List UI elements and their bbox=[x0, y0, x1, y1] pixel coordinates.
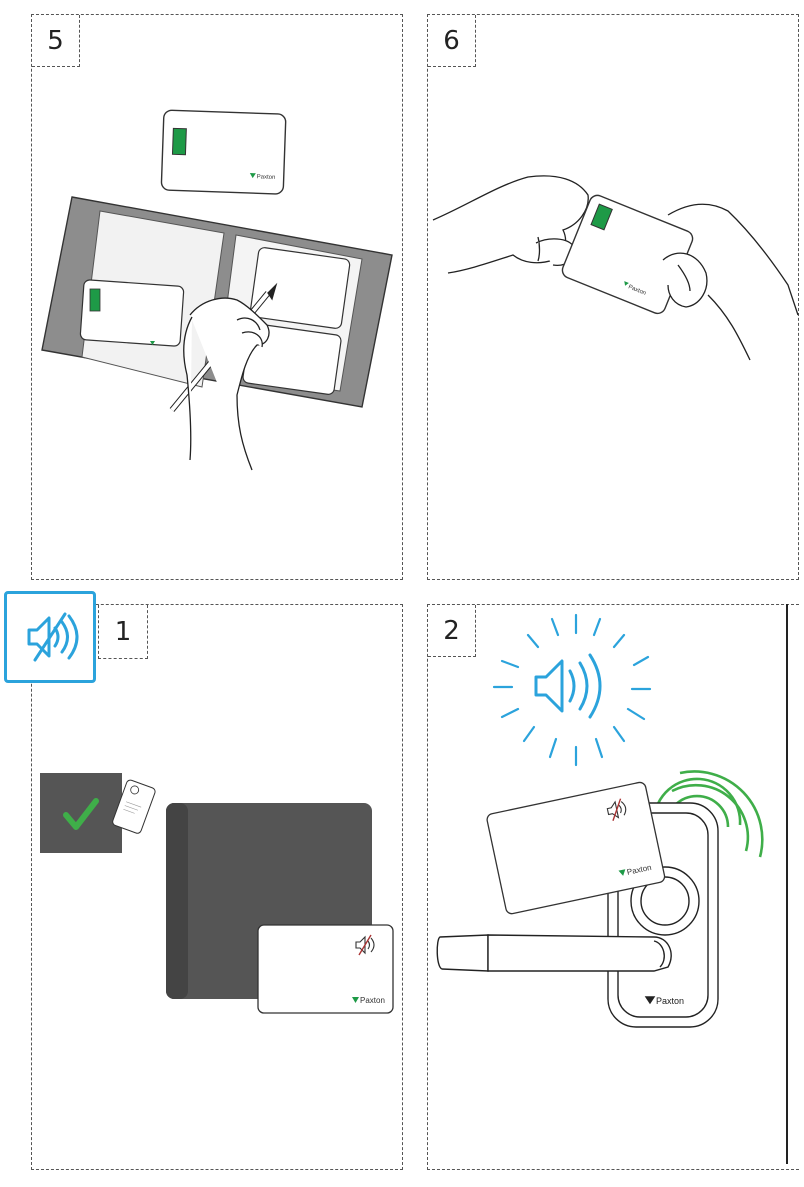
panel-step-5: 5 Paxton bbox=[31, 14, 403, 580]
step-number-5: 5 bbox=[32, 15, 80, 67]
step-number-1: 1 bbox=[98, 605, 148, 659]
panel-step-1: 1 Paxton bbox=[31, 604, 403, 1170]
door-handle bbox=[436, 934, 672, 972]
right-hand bbox=[662, 203, 799, 361]
wireless-signal-icon bbox=[652, 770, 764, 858]
paxton-logo-icon bbox=[624, 281, 629, 286]
paxton-logo-icon bbox=[618, 869, 626, 876]
door-edge-line bbox=[786, 604, 788, 1164]
access-card: Paxton bbox=[160, 109, 287, 195]
speaker-muted-icon bbox=[606, 798, 627, 821]
success-panel bbox=[40, 773, 122, 853]
mute-access-card: Paxton bbox=[486, 781, 666, 915]
checkmark-icon bbox=[63, 798, 99, 830]
step-number-2: 2 bbox=[428, 605, 476, 657]
speaker-muted-icon bbox=[355, 934, 375, 956]
step-number-6: 6 bbox=[428, 15, 476, 67]
mute-access-card: Paxton bbox=[257, 924, 394, 1014]
lock-brand-label: Paxton bbox=[656, 996, 684, 1006]
paxton-logo-icon bbox=[352, 997, 359, 1003]
illustration-card-register-book: Paxton bbox=[41, 109, 393, 471]
speaker-icon bbox=[534, 653, 602, 719]
illustration-hands-holding-card: Paxton bbox=[432, 175, 799, 361]
illustration-card-on-door-lock: Paxton Paxton bbox=[436, 613, 764, 1028]
mute-mode-badge bbox=[4, 591, 96, 683]
small-card bbox=[112, 779, 156, 834]
card-brand-label: Paxton bbox=[360, 996, 385, 1005]
paxton-logo-icon bbox=[249, 173, 256, 179]
paxton-logo-icon bbox=[644, 996, 656, 1005]
panel-step-2: 2 bbox=[427, 604, 799, 1170]
left-hand bbox=[432, 175, 589, 274]
sound-burst-lines bbox=[492, 613, 652, 767]
access-card: Paxton bbox=[561, 194, 694, 315]
hand-with-pencil bbox=[169, 282, 278, 471]
speaker-muted-icon bbox=[27, 612, 79, 662]
panel-step-6: 6 Paxton bbox=[427, 14, 799, 580]
illustration-mute-card-with-book: Paxton bbox=[40, 773, 394, 1014]
card-brand-label: Paxton bbox=[257, 174, 276, 181]
